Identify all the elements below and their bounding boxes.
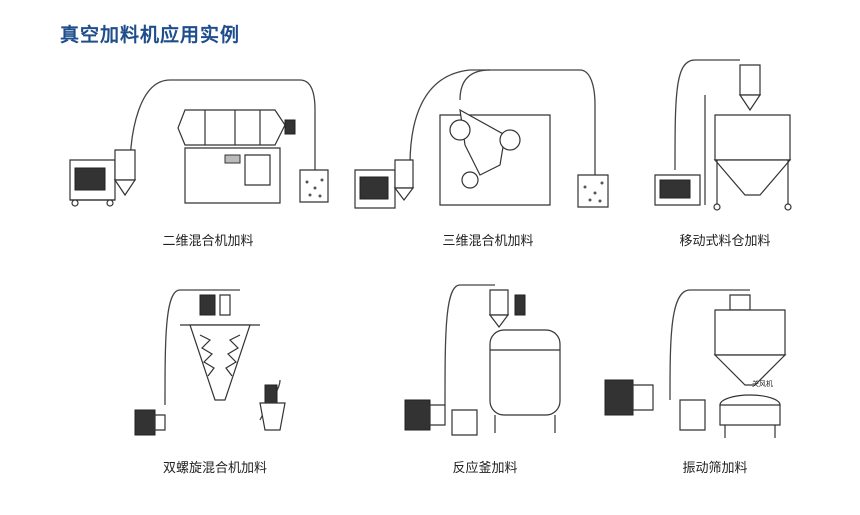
caption-3d-mixer: 三维混合机加料: [442, 234, 534, 249]
page-title: 真空加料机应用实例: [60, 24, 241, 46]
caption-2d-mixer: 二维混合机加料: [162, 234, 254, 249]
fan-label: 关风机: [752, 379, 773, 388]
panel-3d-mixer: [350, 65, 620, 220]
vibrating-screen-diagram: 关风机: [600, 280, 800, 450]
2d-mixer-diagram: [60, 70, 340, 220]
panel-vibrating-screen: 关风机: [600, 280, 800, 450]
caption-vibrating-screen: 振动筛加料: [682, 461, 748, 476]
panel-2d-mixer: [60, 70, 340, 220]
reactor-diagram: [400, 275, 580, 445]
3d-mixer-diagram: [350, 65, 620, 220]
caption-reactor: 反应釜加料: [452, 461, 518, 476]
panel-mobile-silo: [645, 55, 805, 215]
caption-mobile-silo: 移动式料仓加料: [679, 234, 771, 249]
double-screw-mixer-diagram: [120, 280, 300, 450]
caption-double-screw-mixer: 双螺旋混合机加料: [162, 461, 267, 476]
panel-reactor: [400, 275, 580, 445]
panel-double-screw-mixer: [120, 280, 300, 450]
mobile-silo-diagram: [645, 55, 805, 215]
